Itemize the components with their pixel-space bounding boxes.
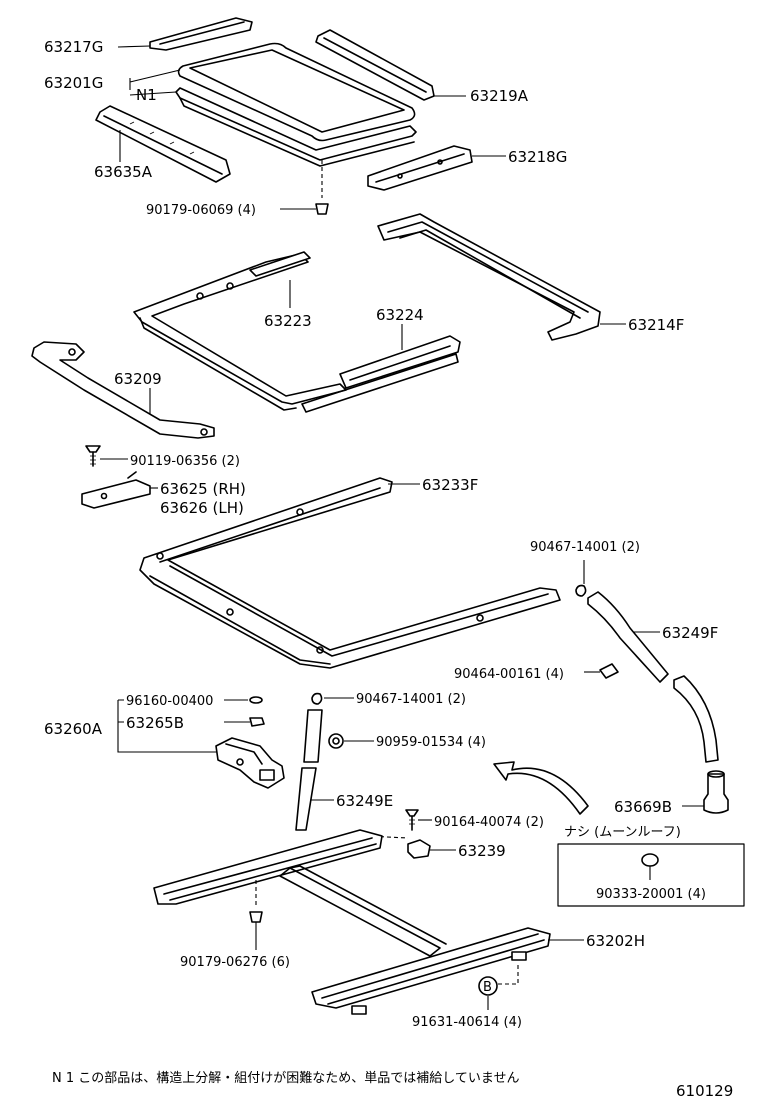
- part-63635A-strip: [95, 105, 231, 183]
- arrow-moonroof: [493, 761, 589, 815]
- label-63625: 63625 (RH): [160, 480, 246, 498]
- label-63260A: 63260A: [44, 720, 103, 738]
- moonroof-note-box: [557, 843, 745, 907]
- part-63209-arm: [31, 341, 215, 439]
- marker-B: B: [478, 976, 498, 996]
- label-63626: 63626 (LH): [160, 499, 244, 517]
- part-63201G-glass-panel: [175, 42, 417, 167]
- label-90119-06356: 90119-06356 (2): [130, 454, 240, 469]
- part-90119-06356-screw: [85, 445, 101, 467]
- part-90467-14001-clip-a: [575, 584, 587, 597]
- svg-text:B: B: [483, 980, 492, 995]
- part-63249E-hose: [295, 709, 323, 831]
- label-63201G: 63201G: [44, 74, 103, 92]
- part-63260A-motor: [215, 737, 285, 789]
- label-96160-00400: 96160-00400: [126, 694, 213, 709]
- label-90467-14001-a: 90467-14001 (2): [530, 540, 640, 555]
- part-63202H-housing: [153, 829, 551, 1015]
- part-90164-40074-screw: [405, 809, 419, 831]
- label-63635A: 63635A: [94, 163, 153, 181]
- diagram-id: 610129: [676, 1082, 733, 1100]
- label-63249F: 63249F: [662, 624, 718, 642]
- note-nashi-moonroof: ナシ (ムーンルーフ): [564, 825, 681, 840]
- part-90467-14001-clip-b: [311, 692, 323, 705]
- label-N1: N1: [136, 86, 157, 104]
- part-90464-00161-clamp: [599, 663, 619, 679]
- footnote-N1: N 1 この部品は、構造上分解・組付けが困難なため、単品では補給していません: [52, 1070, 519, 1086]
- label-63265B: 63265B: [126, 714, 184, 732]
- label-63214F: 63214F: [628, 316, 684, 334]
- part-90179-06276-clip: [249, 911, 263, 923]
- label-63249E: 63249E: [336, 792, 393, 810]
- part-63214F-rail: [377, 213, 601, 341]
- part-96160-00400-ring: [249, 696, 263, 704]
- label-63669B: 63669B: [614, 798, 672, 816]
- label-63224: 63224: [376, 306, 424, 324]
- part-90179-06069-clip: [315, 203, 329, 215]
- part-63249F-hose: [587, 591, 719, 763]
- label-90333-20001: 90333-20001 (4): [596, 887, 706, 902]
- label-63218G: 63218G: [508, 148, 567, 166]
- label-63239: 63239: [458, 842, 506, 860]
- label-63217G: 63217G: [44, 38, 103, 56]
- label-63233F: 63233F: [422, 476, 478, 494]
- label-63202H: 63202H: [586, 932, 645, 950]
- part-63669B-drain: [703, 770, 729, 814]
- label-91631-40614: 91631-40614 (4): [412, 1015, 522, 1030]
- part-63239-bracket: [407, 839, 431, 859]
- part-63265B-nut: [249, 717, 265, 727]
- part-90959-01534-grommet: [328, 733, 344, 749]
- label-90179-06069: 90179-06069 (4): [146, 203, 256, 218]
- label-90959-01534: 90959-01534 (4): [376, 735, 486, 750]
- label-63223: 63223: [264, 312, 312, 330]
- part-63218G-bracket: [367, 145, 473, 191]
- label-90467-14001-b: 90467-14001 (2): [356, 692, 466, 707]
- part-63224-rail: [301, 335, 461, 413]
- label-90164-40074: 90164-40074 (2): [434, 815, 544, 830]
- label-90179-06276: 90179-06276 (6): [180, 955, 290, 970]
- part-63217G-bracket: [149, 17, 253, 51]
- label-63219A: 63219A: [470, 87, 529, 105]
- part-63223-frame: [133, 251, 347, 411]
- part-90333-20001-cushion: [641, 853, 659, 867]
- label-90464-00161: 90464-00161 (4): [454, 667, 564, 682]
- part-63625-bracket: [81, 471, 151, 509]
- label-63209: 63209: [114, 370, 162, 388]
